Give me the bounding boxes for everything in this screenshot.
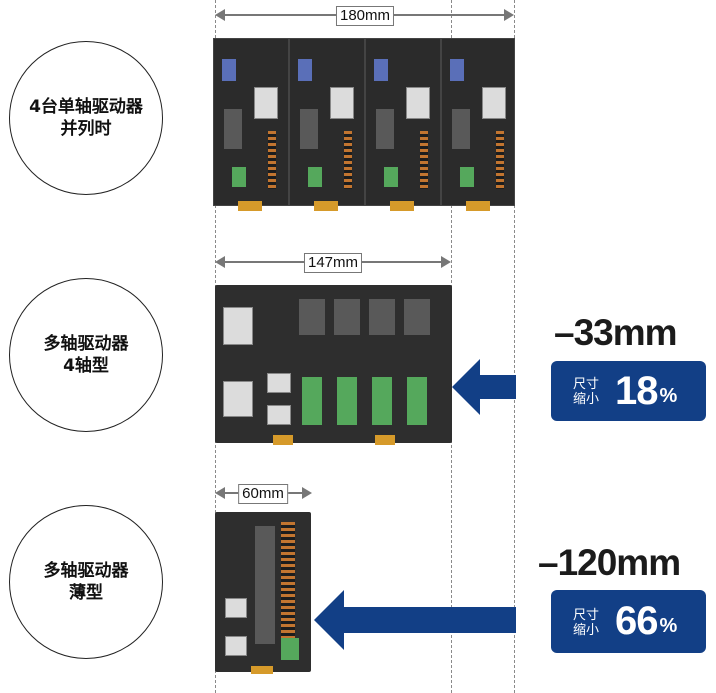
multi-axis-4-driver: [215, 285, 452, 445]
row2-dimension: 147mm: [215, 252, 451, 273]
row2-circle: 多轴驱动器 4轴型: [9, 278, 163, 432]
row1-dimension-label: 180mm: [335, 6, 395, 26]
driver-io-block-1: [223, 307, 253, 345]
row1-circle: 4台单轴驱动器 并列时: [9, 41, 163, 195]
row3-circle-text: 多轴驱动器 薄型: [43, 561, 129, 603]
single-driver-2: [289, 38, 365, 211]
multi-axis-thin-driver: [215, 512, 311, 674]
row3-dimension-label: 60mm: [238, 484, 288, 504]
row3-badge-unit: %: [659, 615, 678, 637]
row1-circle-text: 4台单轴驱动器 并列时: [29, 97, 143, 139]
left-arrow-icon: [314, 590, 516, 650]
row3-reduction: –120mm: [538, 542, 681, 583]
single-driver-1: [213, 38, 289, 211]
thin-lan-port-2: [225, 636, 247, 656]
single-driver-4: [441, 38, 515, 211]
row2-badge-percent: 18: [615, 368, 658, 413]
driver-lan-port-1: [267, 373, 291, 393]
row2-dimension-label: 147mm: [303, 253, 363, 273]
row2-reduction: –33mm: [554, 312, 678, 353]
left-arrow-icon: [452, 359, 516, 415]
driver-lan-port-2: [267, 405, 291, 425]
thin-lan-port-1: [225, 598, 247, 618]
row3-badge-label: 尺寸 缩小: [573, 606, 600, 637]
row2-badge-unit: %: [659, 384, 678, 407]
row2-badge: 尺寸 缩小 18 %: [551, 361, 706, 421]
row3-badge-percent: 66: [615, 599, 658, 643]
driver-io-block-2: [223, 381, 253, 417]
row3-dimension: 60mm: [215, 483, 312, 504]
row1-dimension: 180mm: [215, 5, 514, 26]
row3-badge: 尺寸 缩小 66 %: [551, 590, 706, 653]
guide-line-180: [514, 0, 515, 693]
row3-circle: 多轴驱动器 薄型: [9, 505, 163, 659]
row2-circle-text: 多轴驱动器 4轴型: [43, 334, 129, 376]
row2-badge-label: 尺寸 缩小: [573, 376, 600, 406]
single-driver-3: [365, 38, 441, 211]
